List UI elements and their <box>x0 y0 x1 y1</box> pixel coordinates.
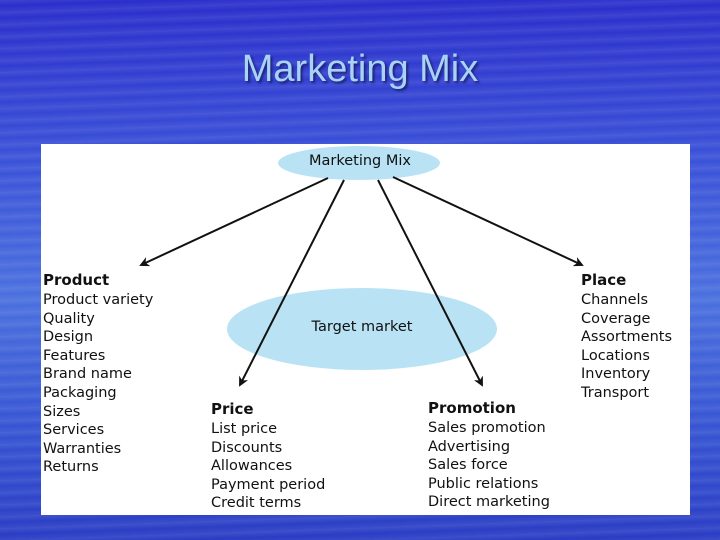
place-item: Channels <box>581 292 649 308</box>
place-item: Assortments <box>581 329 673 346</box>
product-item: Sizes <box>43 403 81 420</box>
arrow-to-place <box>392 176 584 267</box>
diagram-arrows <box>139 146 584 387</box>
product-item: Quality <box>43 310 95 327</box>
price-item: Allowances <box>211 458 293 475</box>
product-item: Features <box>43 347 106 364</box>
diagram-panel: Marketing Mix Target market Product Prod… <box>41 144 690 515</box>
product-box: Product Product variety Quality Design F… <box>43 271 153 477</box>
product-item: Product variety <box>43 292 154 308</box>
price-box: Price List price Discounts Allowances Pa… <box>211 400 325 513</box>
promotion-item: Public relations <box>428 475 539 492</box>
promotion-item: Direct marketing <box>428 494 550 511</box>
promotion-item: Sales promotion <box>428 420 546 436</box>
place-item: Transport <box>581 384 650 401</box>
price-item: Discounts <box>211 439 283 456</box>
marketing-mix-label: Marketing Mix <box>309 153 411 169</box>
arrow-to-promotion <box>377 179 483 387</box>
place-item: Inventory <box>581 366 651 383</box>
product-heading: Product <box>43 271 110 289</box>
arrow-to-price <box>239 179 345 387</box>
price-item: Credit terms <box>211 495 302 512</box>
price-item: Payment period <box>211 476 326 493</box>
product-item: Returns <box>43 459 99 476</box>
product-item: Brand name <box>43 366 132 383</box>
arrow-to-product <box>139 177 329 267</box>
product-item: Packaging <box>43 384 117 401</box>
place-item: Coverage <box>581 310 651 327</box>
marketing-mix-ellipse <box>278 146 440 180</box>
place-item: Locations <box>581 347 650 364</box>
slide-title: Marketing Mix <box>241 48 479 90</box>
place-heading: Place <box>581 271 627 289</box>
promotion-box: Promotion Sales promotion Advertising Sa… <box>428 399 550 512</box>
place-box: Place Channels Coverage Assortments Loca… <box>581 271 672 403</box>
target-market-ellipse <box>227 288 497 370</box>
product-item: Warranties <box>43 440 122 457</box>
product-item: Design <box>43 329 94 346</box>
price-item: List price <box>211 421 278 437</box>
promotion-item: Sales force <box>428 457 508 474</box>
product-item: Services <box>43 422 105 439</box>
target-market-label: Target market <box>311 319 413 335</box>
promotion-item: Advertising <box>428 438 511 455</box>
price-heading: Price <box>211 400 254 418</box>
promotion-heading: Promotion <box>428 399 516 417</box>
